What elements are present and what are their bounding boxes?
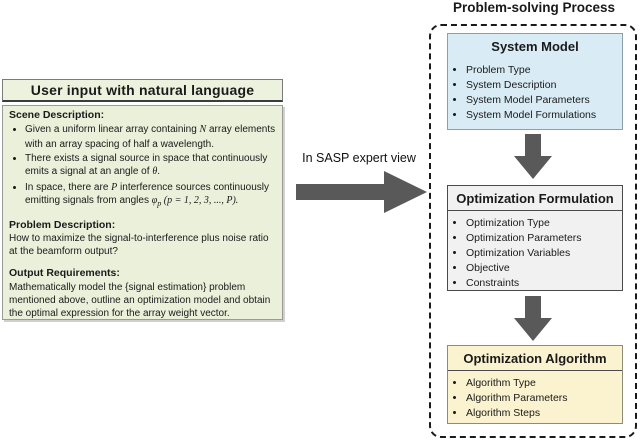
problem-description-text: How to maximize the signal-to-interferen…: [9, 233, 269, 258]
problem-description-section: Problem Description: How to maximize the…: [9, 219, 276, 259]
math-symbol: (p = 1, 2, 3, ..., P).: [161, 195, 239, 207]
down-arrow-icon: [514, 134, 552, 179]
system-model-box: System Model Problem Type System Descrip…: [447, 33, 623, 130]
list-item: System Model Formulations: [466, 109, 622, 121]
output-requirements-section: Output Requirements: Mathematically mode…: [9, 267, 276, 320]
system-model-title: System Model: [491, 39, 579, 54]
math-symbol: P: [111, 182, 118, 194]
output-requirements-heading: Output Requirements:: [9, 267, 120, 280]
optimization-algorithm-list: Algorithm Type Algorithm Parameters Algo…: [450, 377, 622, 419]
process-dashed-frame: [429, 24, 637, 438]
process-title: Problem-solving Process: [452, 0, 616, 15]
list-item: Problem Type: [466, 64, 622, 76]
scene-bullet: In space, there are P interference sourc…: [25, 181, 276, 209]
math-symbol: N: [199, 123, 207, 135]
list-item: Constraints: [466, 277, 622, 289]
user-input-panel-body: Scene Description: Given a uniform linea…: [2, 105, 283, 320]
list-item: Objective: [466, 262, 622, 274]
optimization-algorithm-title: Optimization Algorithm: [448, 346, 622, 371]
right-arrow-icon: [296, 171, 427, 213]
transition-label: In SASP expert view: [302, 151, 416, 165]
scene-bullet-list: Given a uniform linear array containing …: [15, 123, 276, 210]
list-item: Algorithm Type: [466, 377, 622, 389]
down-arrow-icon: [514, 296, 552, 341]
problem-description-heading: Problem Description:: [9, 218, 116, 231]
list-item: System Model Parameters: [466, 94, 622, 106]
list-item: Algorithm Parameters: [466, 392, 622, 404]
output-requirements-text: Mathematically model the {signal estimat…: [9, 282, 271, 320]
math-symbol: θ: [152, 166, 158, 178]
optimization-formulation-list: Optimization Type Optimization Parameter…: [450, 217, 622, 289]
system-model-list: Problem Type System Description System M…: [450, 64, 622, 121]
scene-bullet: Given a uniform linear array containing …: [25, 123, 276, 151]
optimization-formulation-box: Optimization Formulation Optimization Ty…: [447, 185, 623, 291]
scene-bullet: There exists a signal source in space th…: [25, 152, 276, 180]
list-item: Optimization Parameters: [466, 232, 622, 244]
list-item: Optimization Variables: [466, 247, 622, 259]
list-item: Optimization Type: [466, 217, 622, 229]
list-item: System Description: [466, 79, 622, 91]
list-item: Algorithm Steps: [466, 407, 622, 419]
scene-description-section: Scene Description: Given a uniform linea…: [9, 109, 276, 210]
scene-description-heading: Scene Description:: [9, 109, 105, 121]
user-input-panel-title: User input with natural language: [2, 79, 283, 102]
math-symbol: φp: [151, 195, 162, 209]
optimization-formulation-title: Optimization Formulation: [448, 186, 622, 211]
optimization-algorithm-box: Optimization Algorithm Algorithm Type Al…: [447, 345, 623, 424]
